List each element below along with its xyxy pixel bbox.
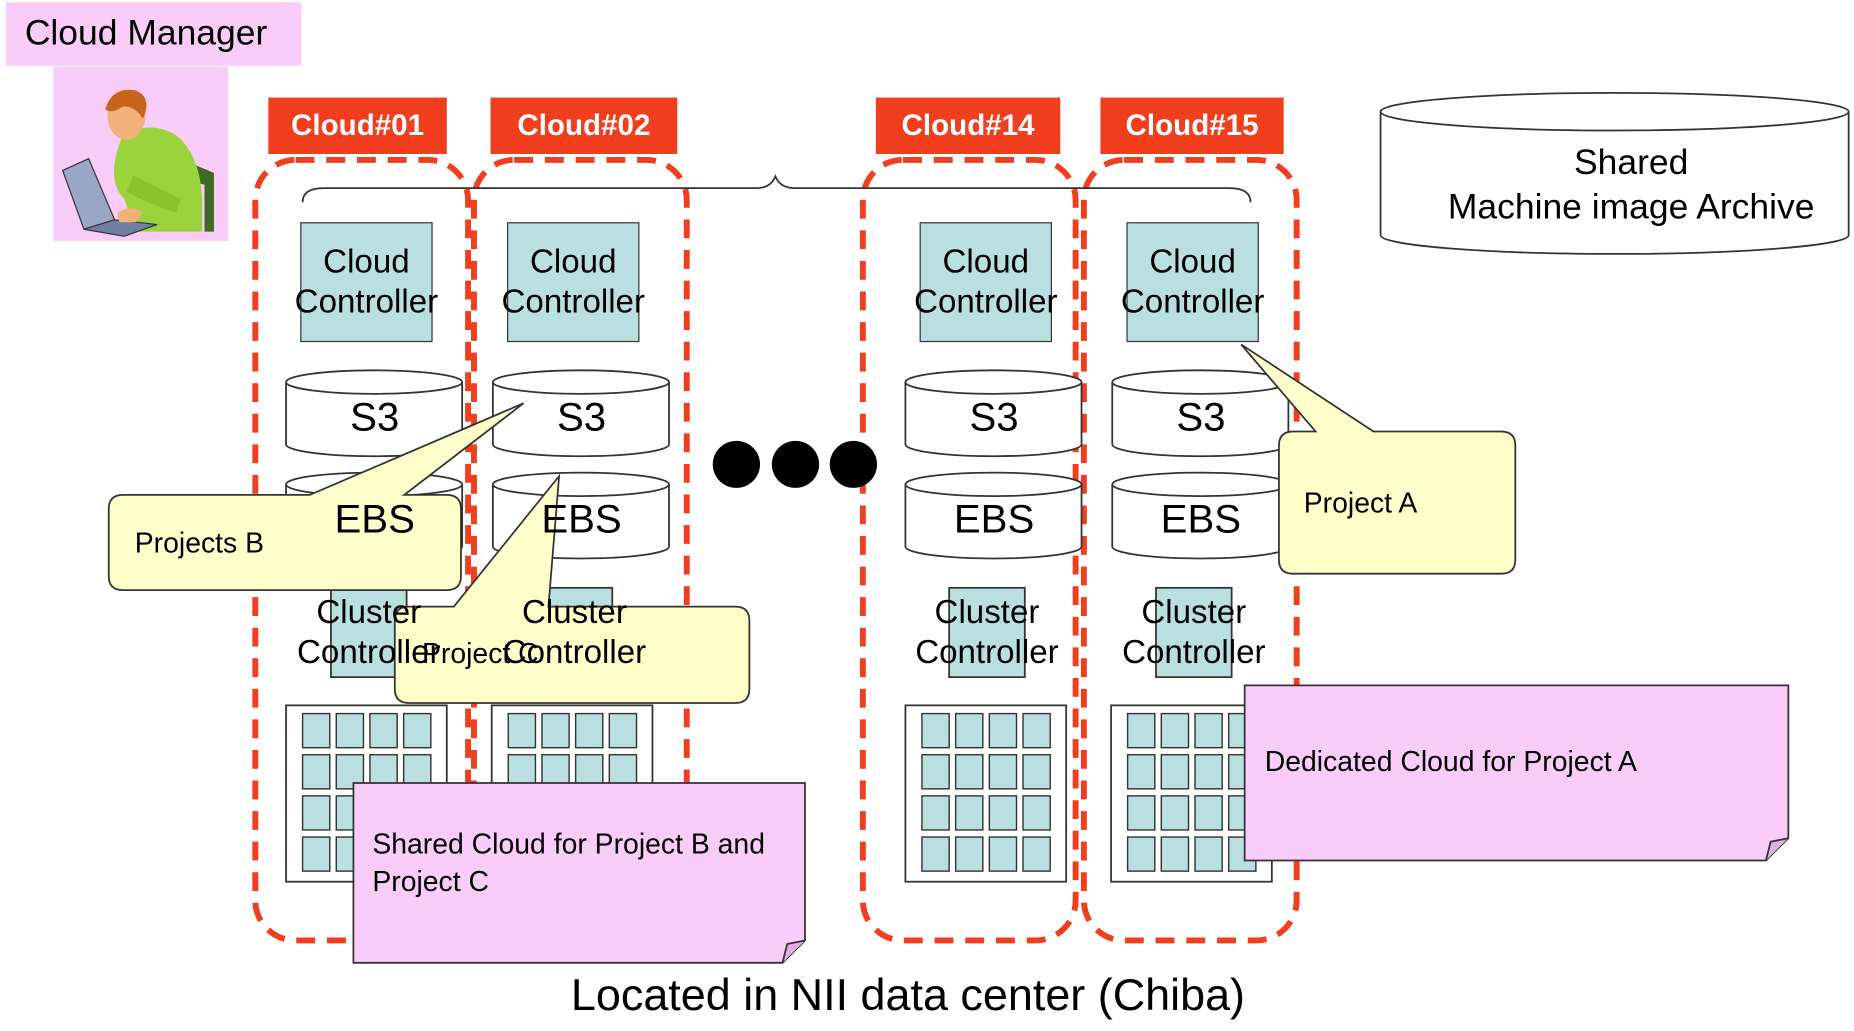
- ellipsis-dot: [771, 440, 820, 488]
- compute-node: [301, 836, 331, 872]
- cloud-controller-label: Cloud Controller: [1120, 243, 1265, 320]
- cluster-controller-label: Cluster Controller: [1122, 593, 1266, 671]
- compute-node: [1022, 712, 1051, 749]
- compute-node: [954, 795, 984, 831]
- compute-node: [921, 836, 950, 872]
- compute-node: [1160, 754, 1190, 790]
- compute-node: [301, 795, 331, 831]
- compute-node: [1022, 754, 1051, 790]
- cloud-controller-box: [919, 222, 1052, 343]
- ebs-label: EBS: [334, 497, 415, 542]
- note-dedicated-shape: [1243, 684, 1790, 862]
- compute-node: [1126, 795, 1156, 831]
- compute-node: [301, 712, 331, 749]
- callout-projects-b-shape: [107, 402, 525, 592]
- compute-node: [1126, 712, 1156, 749]
- compute-node: [954, 836, 984, 872]
- cloud-boundary-15: [1080, 156, 1300, 944]
- cloud-controller-label: Cloud Controller: [914, 243, 1058, 320]
- cloud-tab-02: Cloud#02: [490, 97, 678, 155]
- compute-node: [988, 712, 1018, 749]
- compute-node: [988, 836, 1018, 872]
- compute-node: [1194, 754, 1223, 790]
- compute-node: [402, 712, 432, 749]
- compute-node: [1194, 795, 1223, 831]
- note-shared-cloud: Shared Cloud for Project B and Project C: [372, 828, 765, 899]
- s3-label: S3: [350, 395, 400, 440]
- note-shared-shape: [352, 782, 806, 964]
- compute-node: [1126, 836, 1156, 872]
- callout-project-a-shape: [1240, 343, 1517, 575]
- compute-node: [954, 754, 984, 790]
- archive-cylinder: [1379, 91, 1850, 255]
- cloud-boundary-14: [859, 156, 1079, 944]
- compute-node: [988, 754, 1018, 790]
- compute-node: [608, 712, 638, 749]
- cloud-tab-15: Cloud#15: [1100, 97, 1284, 155]
- ebs-label: EBS: [953, 497, 1035, 542]
- ebs-label: EBS: [541, 497, 622, 542]
- compute-node: [921, 754, 950, 790]
- compute-node: [507, 712, 537, 749]
- cloud-controller-label: Cloud Controller: [501, 243, 646, 320]
- note-dedicated-cloud: Dedicated Cloud for Project A: [1264, 746, 1637, 779]
- callout-project-a: Project A: [1303, 487, 1418, 520]
- callout-project-c: Project C: [421, 638, 539, 671]
- ebs-label: EBS: [1160, 497, 1242, 542]
- compute-node: [1194, 712, 1223, 749]
- compute-node: [1022, 795, 1051, 831]
- cloud-controller-box: [1126, 222, 1259, 343]
- compute-node: [954, 712, 984, 749]
- compute-node: [574, 712, 604, 749]
- brace: [301, 173, 1252, 203]
- location-caption: Located in NII data center (Chiba): [570, 971, 1246, 1021]
- callout-project-c-shape: [393, 473, 751, 704]
- cluster-controller-label: Cluster Controller: [297, 593, 441, 671]
- compute-node: [921, 712, 950, 749]
- s3-label: S3: [969, 395, 1019, 440]
- cluster-controller-label: Cluster Controller: [502, 593, 647, 671]
- compute-node: [1022, 836, 1051, 872]
- cluster-controller-label: Cluster Controller: [915, 593, 1059, 671]
- compute-node: [335, 712, 365, 749]
- compute-node: [369, 712, 398, 749]
- cloud-manager-label: Cloud Manager: [5, 2, 302, 66]
- compute-node: [988, 795, 1018, 831]
- s3-label: S3: [556, 395, 607, 440]
- s3-label: S3: [1176, 395, 1226, 440]
- compute-node: [301, 754, 331, 790]
- ellipsis-dot: [712, 440, 761, 488]
- callout-projects-b: Projects B: [134, 527, 265, 560]
- s3-cylinders: [285, 369, 1290, 458]
- compute-node: [921, 795, 950, 831]
- compute-node: [1160, 836, 1190, 872]
- cloud-tab-01: Cloud#01: [268, 97, 447, 155]
- cloud-controller-label: Cloud Controller: [294, 243, 439, 320]
- compute-node: [541, 712, 570, 749]
- compute-node: [1194, 836, 1223, 872]
- cloud-controller-box: [507, 222, 640, 343]
- cloud-controller-box: [300, 222, 433, 343]
- archive-label-line1: Shared: [1573, 143, 1689, 183]
- compute-node: [1160, 795, 1190, 831]
- person-at-laptop-icon: [53, 67, 229, 241]
- archive-label-line2: Machine image Archive: [1447, 188, 1815, 227]
- ellipsis-dot: [829, 440, 878, 488]
- compute-node: [1126, 754, 1156, 790]
- cloud-tab-14: Cloud#14: [875, 97, 1061, 155]
- archive-label: Shared Machine image Archive: [1395, 141, 1854, 230]
- compute-node: [1160, 712, 1190, 749]
